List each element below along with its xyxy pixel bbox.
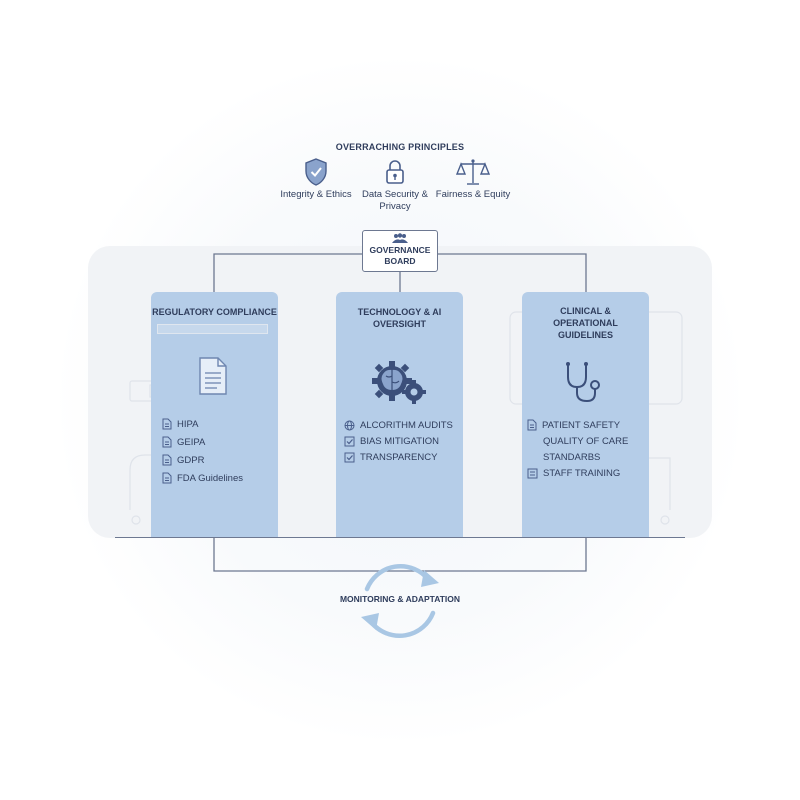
document-small-icon xyxy=(527,419,537,431)
principle-label: Data Security & Privacy xyxy=(362,189,428,212)
column-title: REGULATORY COMPLIANCE xyxy=(152,307,277,317)
column-title: TECHNOLOGY & AI OVERSIGHT xyxy=(357,307,442,329)
list-item-label: PATIENT SAFETY xyxy=(542,419,621,431)
list-item-label: GDPR xyxy=(177,454,205,466)
checkbox-icon xyxy=(344,452,355,462)
cycle-arrows-icon xyxy=(361,564,439,638)
governance-board: GOVERNANCE BOARD xyxy=(362,230,438,272)
list-item: STAFF TRAINING xyxy=(527,465,628,481)
brain-gears-icon xyxy=(372,361,426,404)
document-small-icon xyxy=(162,418,172,430)
document-small-icon xyxy=(162,472,172,484)
list-item-label: GEIPA xyxy=(177,436,206,448)
item-list: PATIENT SAFETY QUALITY OF CARE STANDARBS… xyxy=(527,417,628,481)
list-item-label: FDA Guidelines xyxy=(177,472,244,484)
column-title: CLINICAL & OPERATIONAL GUIDELINES xyxy=(553,306,618,340)
shield-check-icon xyxy=(305,158,327,186)
principle-label: Fairness & Equity xyxy=(435,189,511,200)
list-item: STANDARBS xyxy=(527,449,628,465)
balance-scale-icon xyxy=(456,159,490,185)
list-item: HIPA xyxy=(162,416,243,432)
list-item-label: TRANSPARENCY xyxy=(360,451,438,463)
principle-data-security: Data Security & Privacy xyxy=(335,157,455,213)
list-item: ALCORITHM AUDITS xyxy=(344,417,453,433)
list-item: FDA Guidelines xyxy=(162,470,243,486)
document-small-icon xyxy=(162,454,172,466)
item-list: HIPA GEIPA GDPR FDA Guidelines xyxy=(162,416,243,486)
globe-icon xyxy=(344,420,355,430)
title-underline xyxy=(157,324,268,334)
list-item: GEIPA xyxy=(162,434,243,450)
list-item: QUALITY OF CARE xyxy=(527,433,628,449)
list-item: PATIENT SAFETY xyxy=(527,417,628,433)
list-item-label: HIPA xyxy=(177,418,199,430)
padlock-icon xyxy=(386,160,404,184)
people-group-icon xyxy=(392,233,408,243)
principles-title: OVERRACHING PRINCIPLES xyxy=(335,142,465,152)
checkbox-icon xyxy=(344,436,355,446)
base-line xyxy=(115,537,685,539)
principle-fairness: Fairness & Equity xyxy=(413,157,533,201)
list-item-label: STANDARBS xyxy=(543,451,601,463)
list-item-label: ALCORITHM AUDITS xyxy=(360,419,453,431)
list-item-label: STAFF TRAINING xyxy=(543,467,621,479)
column-clinical-operational-guidelines: CLINICAL & OPERATIONAL GUIDELINES PATIEN… xyxy=(522,292,649,538)
list-item: BIAS MITIGATION xyxy=(344,433,453,449)
principle-label: Integrity & Ethics xyxy=(280,189,352,200)
principle-integrity: Integrity & Ethics xyxy=(256,157,376,201)
document-small-icon xyxy=(162,436,172,448)
document-icon xyxy=(199,357,227,395)
governance-board-label: GOVERNANCE BOARD xyxy=(369,245,431,266)
stethoscope-icon xyxy=(566,362,600,403)
list-item: GDPR xyxy=(162,452,243,468)
list-item: TRANSPARENCY xyxy=(344,449,453,465)
checklist-icon xyxy=(527,468,538,478)
column-regulatory-compliance: REGULATORY COMPLIANCE HIPA GEIPA GDPR FD… xyxy=(151,292,278,538)
list-item-label: QUALITY OF CARE xyxy=(543,435,629,447)
list-item-label: BIAS MITIGATION xyxy=(360,435,439,447)
monitoring-label: MONITORING & ADAPTATION xyxy=(339,594,461,604)
item-list: ALCORITHM AUDITS BIAS MITIGATION TRANSPA… xyxy=(344,417,453,465)
column-technology-ai-oversight: TECHNOLOGY & AI OVERSIGHT ALCORITHM AUDI… xyxy=(336,292,463,538)
